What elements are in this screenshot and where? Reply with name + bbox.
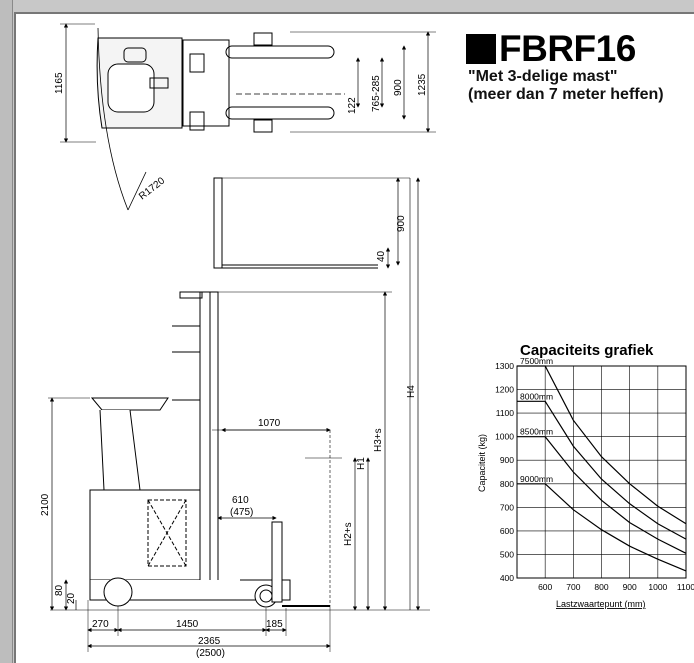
dim-1070: 1070 [258, 418, 281, 429]
chart-series-labels: 7500mm 8000mm 8500mm 9000mm [520, 356, 553, 484]
dim-900-top: 900 [393, 79, 404, 96]
chart-title: Capaciteits grafiek [520, 342, 654, 359]
chart-x-tick-label: 800 [594, 582, 608, 592]
chart-x-label: Lastzwaartepunt (mm) [556, 599, 646, 609]
chart-series-label: 8000mm [520, 391, 553, 401]
chart-x-tick-label: 1000 [648, 582, 667, 592]
chart-y-tick-label: 1000 [495, 432, 514, 442]
title-square-bullet [466, 34, 496, 64]
dim-r1720: R1720 [137, 175, 167, 202]
chart-series-line [517, 436, 687, 554]
dim-610: 610 [232, 495, 249, 506]
chart-y-tick-label: 600 [500, 526, 514, 536]
page-title: FBRF16 [499, 28, 636, 69]
chart-y-tick-label: 800 [500, 479, 514, 489]
side-view [48, 177, 430, 652]
chart-series-line [517, 365, 687, 525]
subtitle-line-2: (meer dan 7 meter heffen) [468, 86, 664, 103]
dimension-labels: 1165 122 765-285 900 1235 R1720 900 40 H… [40, 72, 428, 659]
chart-y-tick-label: 1200 [495, 385, 514, 395]
chart-lines [517, 365, 687, 572]
dim-h4: H4 [406, 385, 417, 398]
chart-x-tick-label: 1100 [677, 582, 694, 592]
dim-765-285: 765-285 [371, 75, 382, 112]
chart-series-line [517, 483, 687, 572]
dim-1450: 1450 [176, 619, 199, 630]
fork-detail-view [213, 177, 411, 610]
dim-h1: H1 [356, 457, 367, 470]
chart-y-tick-label: 900 [500, 455, 514, 465]
chart-x-tick-label: 600 [538, 582, 552, 592]
chart-y-tick-label: 500 [500, 549, 514, 559]
dim-2100: 2100 [40, 493, 51, 516]
left-margin-bar [0, 0, 13, 663]
dim-h2s: H2+s [343, 522, 354, 546]
chart-series-line [517, 400, 687, 540]
chart-series-label: 8500mm [520, 427, 553, 437]
dim-20: 20 [66, 592, 77, 604]
subtitle: "Met 3-delige mast" (meer dan 7 meter he… [468, 68, 664, 104]
dim-80: 80 [54, 584, 65, 596]
dim-185: 185 [266, 619, 283, 630]
dim-122: 122 [347, 97, 358, 114]
dim-270: 270 [92, 619, 109, 630]
chart-y-tick-label: 700 [500, 502, 514, 512]
chart-series-label: 7500mm [520, 356, 553, 366]
title-block: FBRF16 [466, 30, 636, 68]
subtitle-line-1: "Met 3-delige mast" [468, 68, 618, 85]
dim-1165: 1165 [54, 72, 65, 94]
chart-y-label: Capaciteit (kg) [477, 434, 487, 492]
chart-y-tick-label: 1300 [495, 361, 514, 371]
dim-900-fork: 900 [396, 215, 407, 232]
chart-x-tick-label: 900 [623, 582, 637, 592]
top-view [60, 23, 436, 211]
dim-2365: 2365 [198, 636, 221, 647]
dim-1235: 1235 [417, 73, 428, 96]
chart-y-tick-label: 400 [500, 573, 514, 583]
dim-2500: (2500) [196, 648, 225, 659]
chart-x-tick-label: 700 [566, 582, 580, 592]
dim-475: (475) [230, 507, 253, 518]
chart-ticks: 600 700 800 900 1000 1100 1300 1200 1100 1000 900 8… [495, 361, 694, 592]
capacity-chart: Capaciteits grafiek Capaciteit (kg) Last… [477, 342, 694, 609]
dim-40: 40 [376, 250, 387, 262]
dim-h3s: H3+s [373, 428, 384, 452]
chart-y-tick-label: 1100 [496, 408, 515, 418]
chart-series-label: 9000mm [520, 474, 553, 484]
